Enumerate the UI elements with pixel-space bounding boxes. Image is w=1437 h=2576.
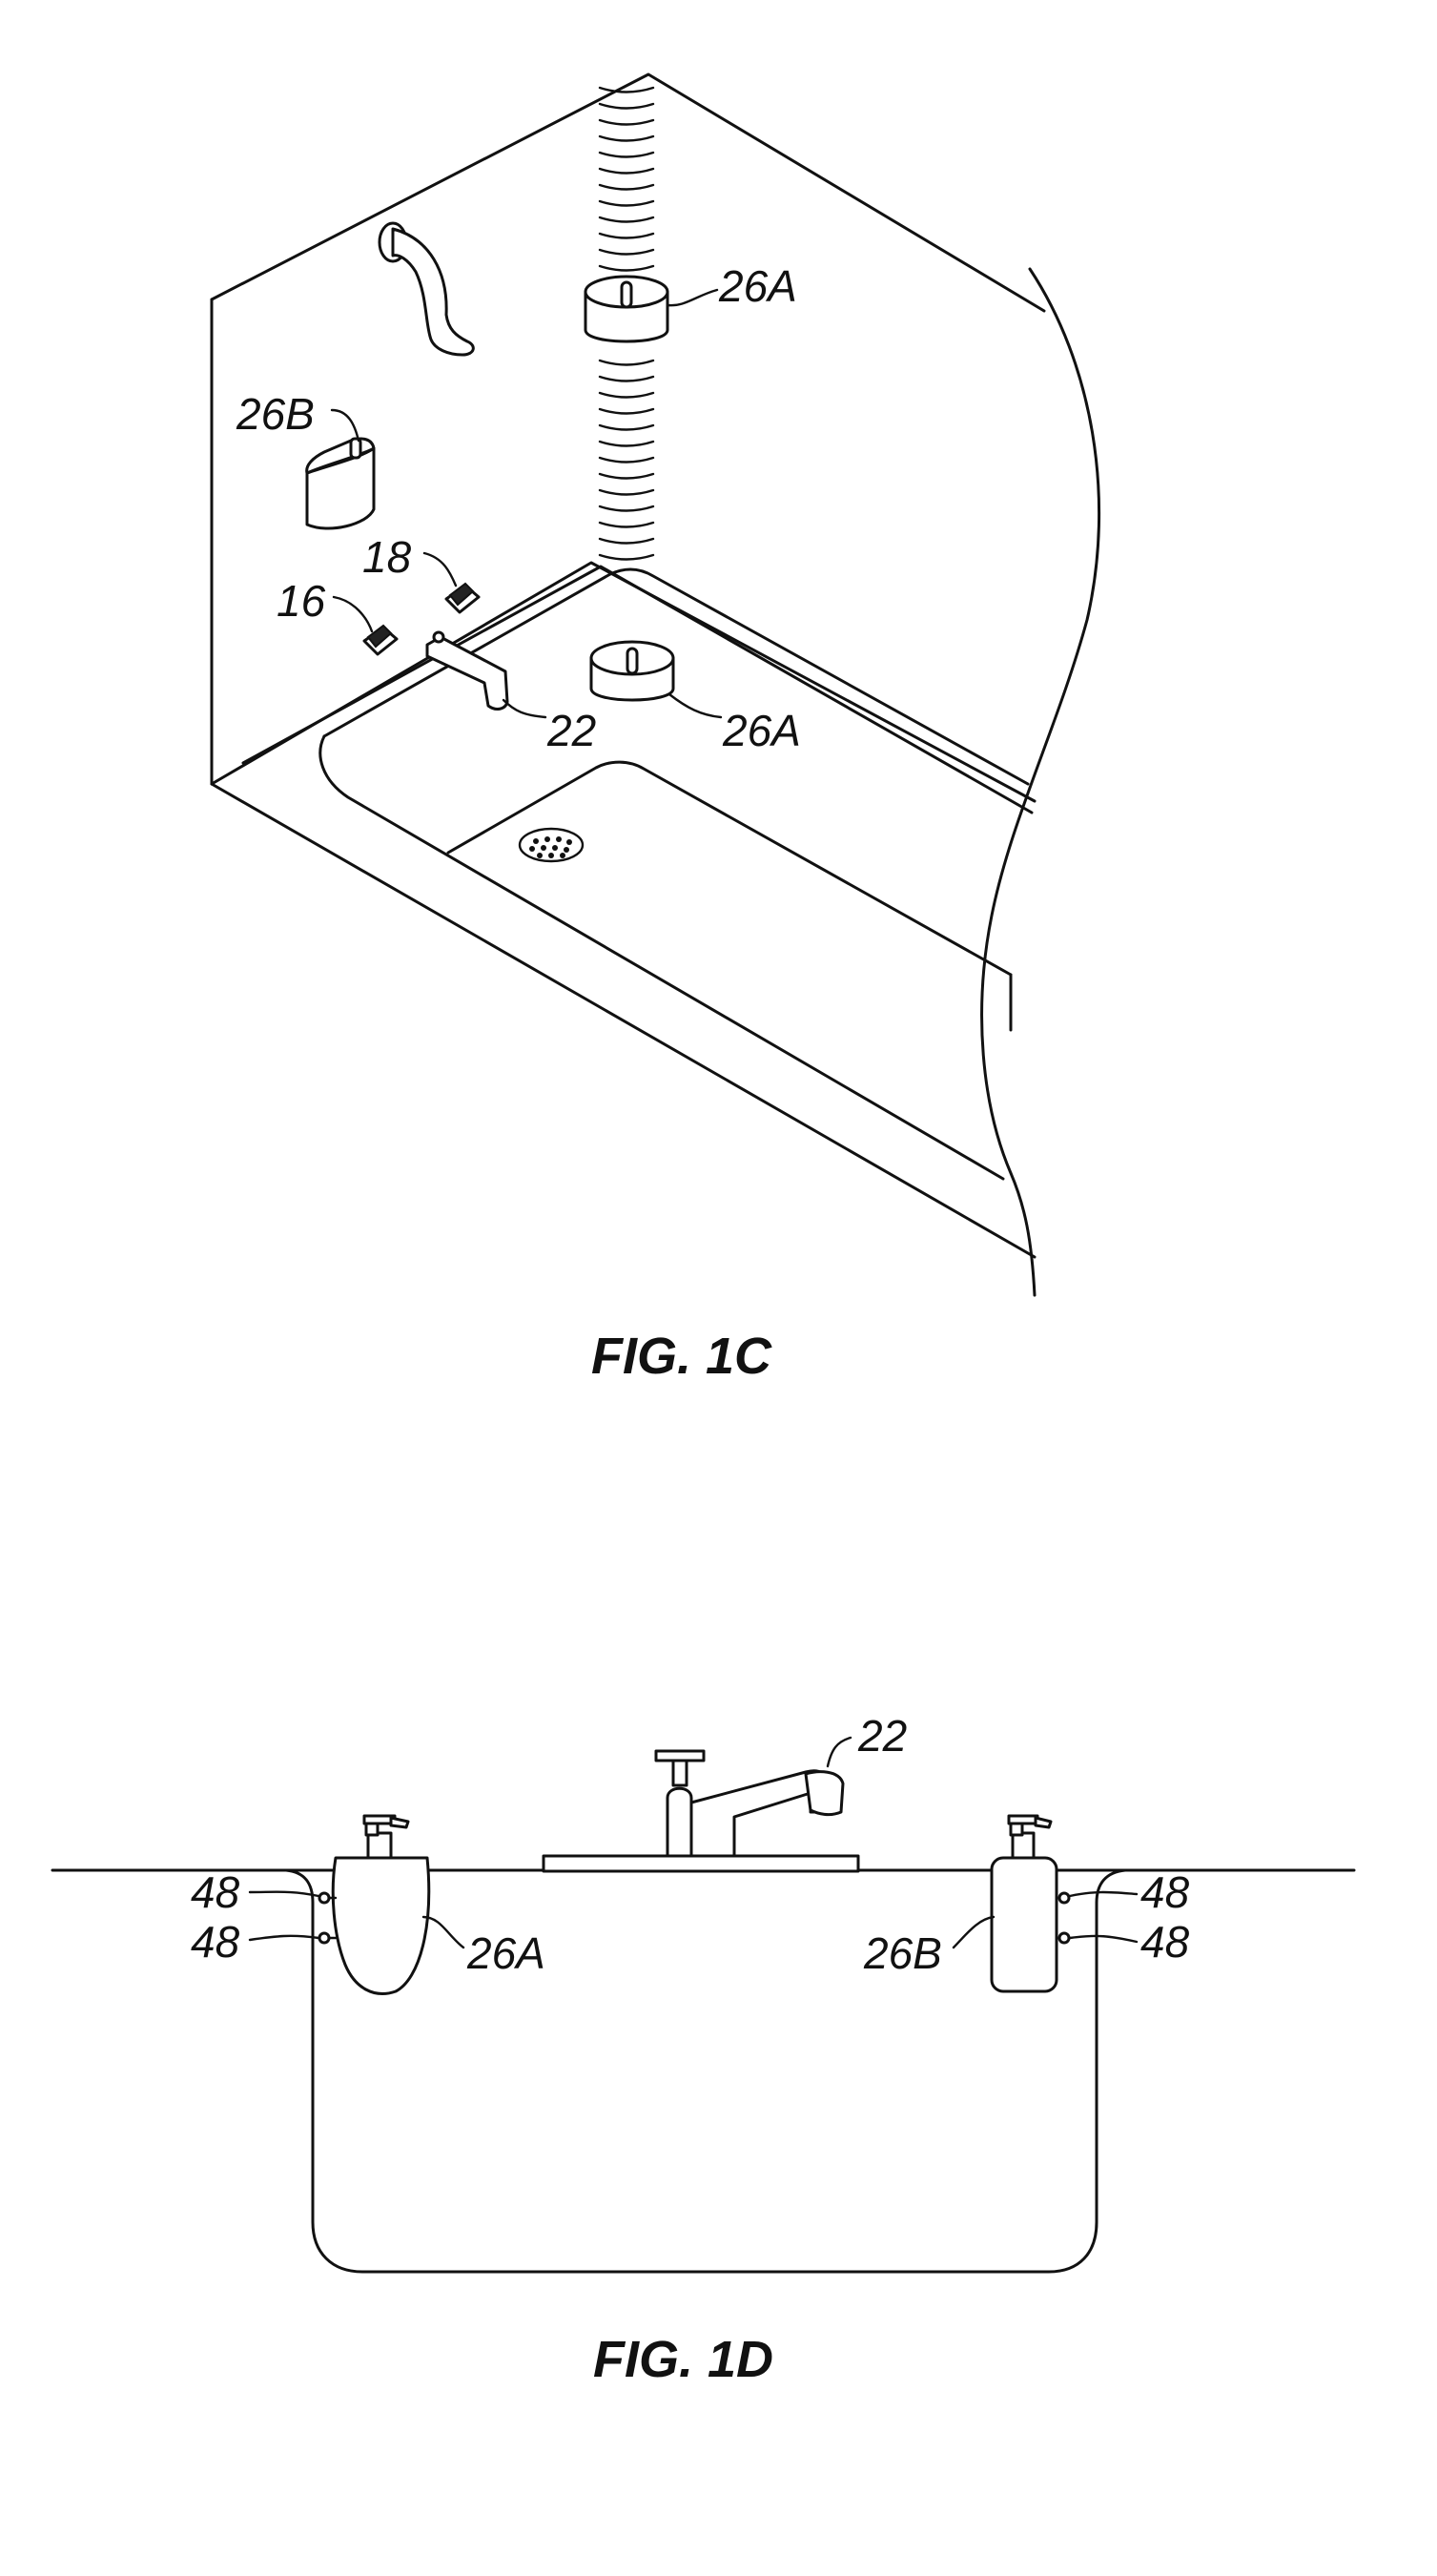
valve-16 (364, 626, 397, 654)
dispenser-26a-sink (333, 1816, 428, 1993)
water-stream-dash (600, 523, 653, 527)
water-stream-dash (600, 169, 653, 174)
caption-fig-1c: FIG. 1C (591, 1328, 772, 1385)
dispenser-26a-overhead (585, 277, 667, 341)
water-stream-dash (600, 120, 653, 125)
water-stream-dash (600, 506, 653, 511)
label-26b: 26B (236, 389, 315, 439)
water-stream-dash (600, 153, 653, 157)
label-26a-tub: 26A (722, 706, 801, 755)
water-stream-dash (600, 136, 653, 141)
label-26a-top: 26A (718, 261, 797, 311)
leader-18 (424, 553, 456, 586)
water-stream-dash (600, 250, 653, 255)
water-stream-dash (600, 266, 653, 271)
water-stream-dash (600, 201, 653, 206)
drain (520, 829, 583, 861)
leader-22-sink (828, 1738, 851, 1766)
leader-16 (334, 597, 372, 631)
label-26a-sink: 26A (466, 1928, 545, 1978)
water-stream-dash (600, 442, 653, 446)
label-22-tub: 22 (546, 706, 596, 755)
leader-48-right-bottom (1070, 1936, 1137, 1942)
figure-1d-sink: 22 26A 48 48 26B (52, 1711, 1354, 2388)
leader-26a-top (667, 290, 717, 305)
water-stream-dash (600, 490, 653, 495)
water-stream-dash (600, 361, 653, 365)
water-stream-dash (600, 104, 653, 109)
dispenser-26a-tub (591, 642, 673, 700)
water-stream-dash (600, 474, 653, 479)
label-48-left-bottom: 48 (191, 1917, 240, 1967)
leader-48-left-top (250, 1892, 318, 1896)
shower-head (380, 223, 473, 355)
caption-fig-1d: FIG. 1D (593, 2331, 773, 2388)
water-stream-dash (600, 555, 653, 560)
faucet-22 (544, 1751, 858, 1871)
valve-18 (446, 584, 479, 612)
water-stream-dash (600, 425, 653, 430)
water-stream-dash (600, 234, 653, 238)
leader-22-tub (503, 700, 545, 717)
label-18: 18 (362, 532, 412, 582)
water-stream-dash (600, 458, 653, 463)
label-48-left-top: 48 (191, 1867, 240, 1917)
water-stream-dash (600, 88, 653, 93)
mounting-clips-right (1059, 1893, 1069, 1943)
label-48-right-bottom: 48 (1140, 1917, 1190, 1967)
dispenser-26b-sink (992, 1816, 1057, 1991)
figure-1c-bathtub: 26A 26B 18 16 22 (212, 74, 1099, 1385)
leader-48-right-top (1070, 1892, 1137, 1896)
label-16: 16 (277, 576, 326, 626)
water-stream-dash (600, 217, 653, 222)
water-stream-dash (600, 409, 653, 414)
leader-26b-sink (954, 1917, 994, 1947)
leader-26a-sink (423, 1917, 463, 1947)
dispenser-26b-wall (307, 439, 374, 528)
label-22-sink: 22 (857, 1711, 907, 1761)
leader-26a-tub (669, 694, 721, 717)
water-stream-dash (600, 185, 653, 190)
label-48-right-top: 48 (1140, 1867, 1190, 1917)
water-stream-dash (600, 393, 653, 398)
label-26b-sink: 26B (863, 1928, 942, 1978)
leader-26b (332, 410, 359, 441)
leader-48-left-bottom (250, 1936, 318, 1940)
water-stream-dash (600, 377, 653, 381)
water-stream-dash (600, 539, 653, 544)
